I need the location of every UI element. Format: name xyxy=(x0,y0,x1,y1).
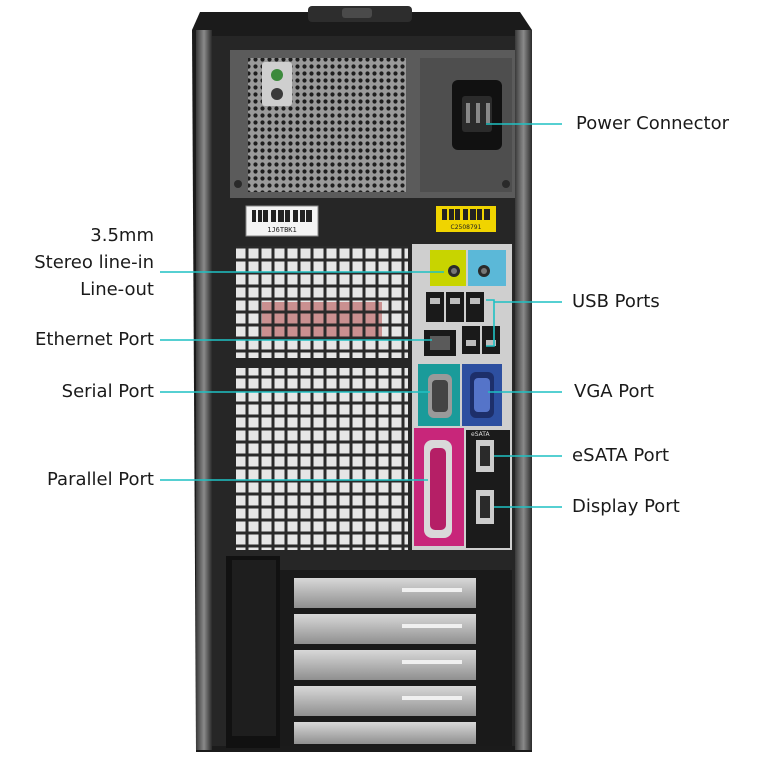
label-power-connector: Power Connector xyxy=(576,113,729,134)
power-supply xyxy=(230,50,515,198)
label-usb-ports: USB Ports xyxy=(572,291,660,312)
label-ethernet-port: Ethernet Port xyxy=(35,329,154,350)
label-display-port: Display Port xyxy=(572,496,680,517)
line-in-jack xyxy=(430,250,466,286)
leader-lines xyxy=(160,123,562,508)
label-audio-line3: Line-out xyxy=(80,279,154,300)
io-panel: eSATA xyxy=(412,244,512,550)
yellow-sticker: C2508791 xyxy=(436,206,496,232)
leader-usb-bracket xyxy=(486,299,495,347)
expansion-slots xyxy=(226,556,512,748)
vent-grill xyxy=(236,246,408,550)
label-audio-line1: 3.5mm xyxy=(90,225,154,246)
label-audio-line2: Stereo line-in xyxy=(34,252,154,273)
yellow-tag-text: C2508791 xyxy=(451,224,482,231)
label-parallel-port: Parallel Port xyxy=(47,469,154,490)
service-tag-text: 1J6TBK1 xyxy=(267,226,297,234)
label-vga-port: VGA Port xyxy=(574,381,654,402)
label-audio-ports: 3.5mm Stereo line-in Line-out xyxy=(34,222,154,303)
esata-small-label: eSATA xyxy=(471,431,490,438)
service-tag-sticker: 1J6TBK1 xyxy=(245,205,319,237)
label-esata-port: eSATA Port xyxy=(572,445,670,466)
label-serial-port: Serial Port xyxy=(61,381,154,402)
